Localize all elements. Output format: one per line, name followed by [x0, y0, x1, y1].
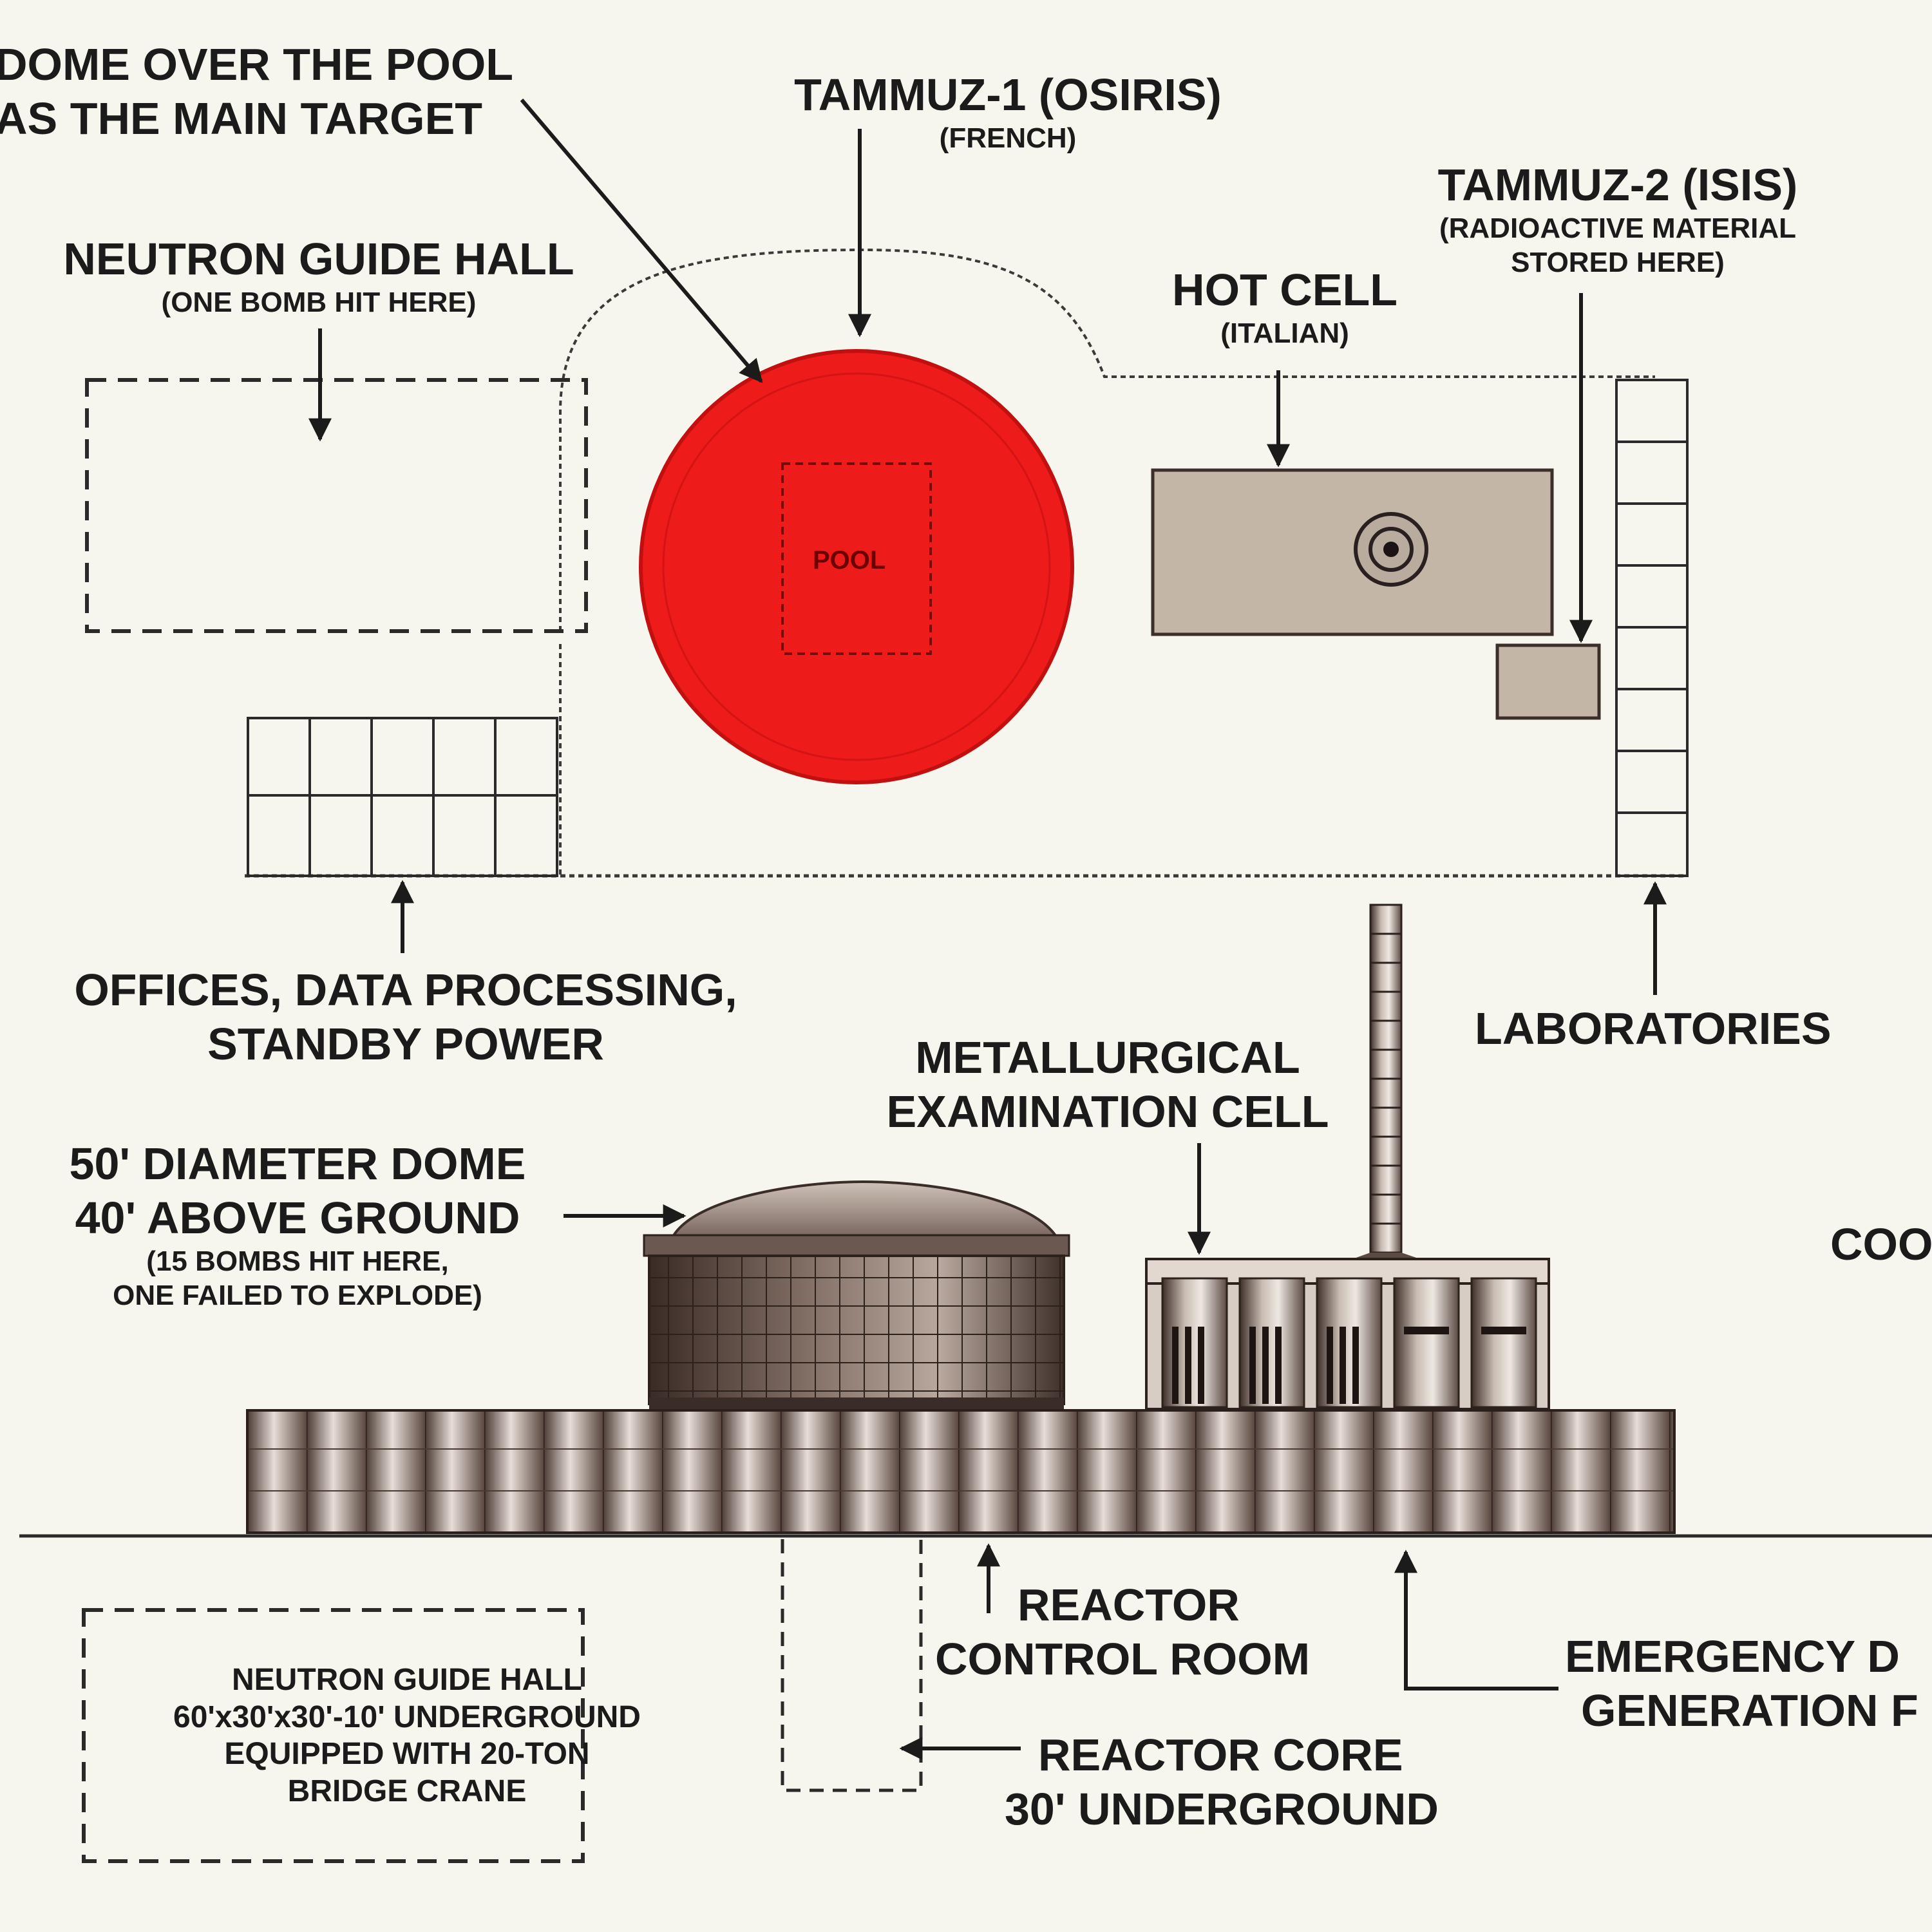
laboratories-grid — [1615, 379, 1689, 877]
label-tammuz2: TAMMUZ-2 (ISIS) (RADIOACTIVE MATERIAL ST… — [1437, 160, 1798, 278]
tammuz2-block — [1495, 643, 1601, 720]
label-neutron-hall: NEUTRON GUIDE HALL (ONE BOMB HIT HERE) — [63, 234, 574, 318]
label-laboratories: LABORATORIES — [1475, 1003, 1832, 1054]
hot-cell-block — [1151, 468, 1554, 636]
pool-outline — [781, 462, 932, 655]
label-dome-size: 50' DIAMETER DOME 40' ABOVE GROUND (15 B… — [69, 1139, 526, 1311]
dome-inner-ring — [662, 372, 1051, 761]
label-metallurgical: METALLURGICAL EXAMINATION CELL — [886, 1032, 1329, 1137]
smokestack — [1352, 904, 1420, 1259]
label-pool: POOL — [813, 546, 886, 574]
dome-target-circle — [639, 349, 1074, 784]
neutron-guide-hall-underground — [82, 1608, 585, 1863]
label-reactor-core: REACTOR CORE 30' UNDERGROUND — [1005, 1730, 1439, 1834]
base-building — [246, 1409, 1676, 1534]
reactor-dome-building — [643, 1180, 1070, 1412]
label-tammuz1: TAMMUZ-1 (OSIRIS) (FRENCH) — [794, 70, 1222, 154]
metallurgical-cell-building — [1145, 1258, 1550, 1410]
arrow-emergency — [1394, 1549, 1558, 1690]
label-emergency-partial: EMERGENCY D GENERATION F — [1565, 1631, 1918, 1736]
arrow-dome-target — [520, 99, 763, 383]
label-control-room: REACTOR CONTROL ROOM — [935, 1580, 1311, 1684]
reactor-core-underground — [781, 1539, 923, 1792]
label-dome-target: DOME OVER THE POOL AS THE MAIN TARGET — [0, 39, 514, 144]
label-underground-hall: NEUTRON GUIDE HALL 60'x30'x30'-10' UNDER… — [173, 1663, 641, 1808]
label-hot-cell: HOT CELL (ITALIAN) — [1172, 265, 1397, 349]
offices-grid — [247, 717, 558, 877]
label-cooling-partial: COO — [1830, 1219, 1932, 1269]
neutron-guide-hall-plan — [85, 378, 588, 633]
plan-outline — [559, 248, 1655, 631]
label-offices: OFFICES, DATA PROCESSING, STANDBY POWER — [74, 965, 737, 1069]
